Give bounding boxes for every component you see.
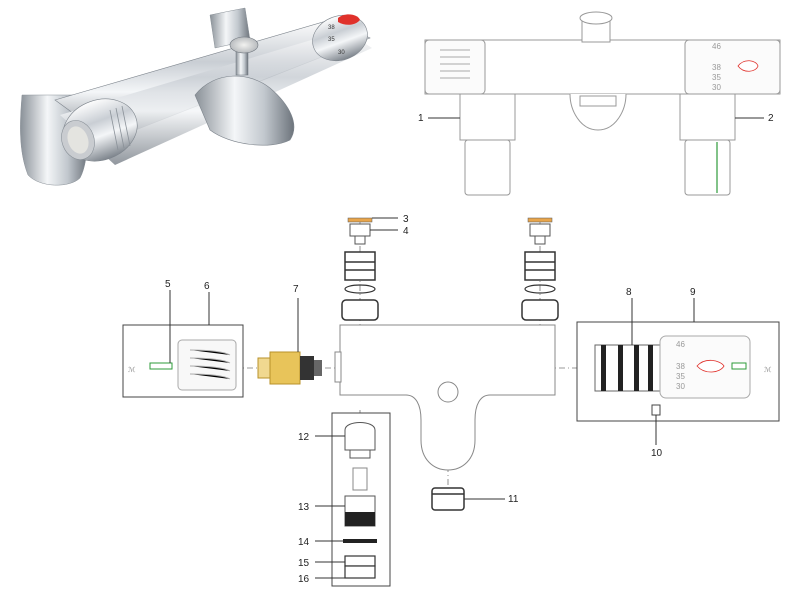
callout-14: 14 bbox=[298, 537, 310, 548]
callout-1: 1 bbox=[418, 113, 424, 124]
front-scale-35: 35 bbox=[712, 73, 721, 82]
callout-8: 8 bbox=[626, 287, 632, 298]
cartridge-scale-38: 38 bbox=[676, 362, 685, 371]
front-scale-38: 38 bbox=[712, 63, 721, 72]
front-scale-30: 30 bbox=[712, 83, 721, 92]
callout-10: 10 bbox=[651, 448, 663, 459]
photo-scale-30: 30 bbox=[338, 50, 345, 56]
front-scale-46: 46 bbox=[712, 42, 721, 51]
callout-7: 7 bbox=[293, 284, 299, 295]
svg-text:ℳ: ℳ bbox=[128, 366, 136, 374]
left-handle-box: ℳ bbox=[122, 324, 244, 398]
filter-housing-right bbox=[521, 251, 559, 321]
product-photo: 38 35 30 bbox=[20, 7, 372, 186]
callout-2: 2 bbox=[768, 113, 774, 124]
cartridge-scale-35: 35 bbox=[676, 372, 685, 381]
thermostatic-cartridge-box: 46 38 35 30 ℳ bbox=[576, 321, 780, 422]
callout-12: 12 bbox=[298, 432, 310, 443]
filter-housing-left bbox=[341, 251, 379, 321]
flow-cartridge bbox=[257, 351, 322, 385]
callout-3: 3 bbox=[403, 214, 409, 225]
callout-4: 4 bbox=[403, 226, 409, 237]
exploded-view: 3 4 bbox=[122, 214, 780, 587]
tap-body bbox=[334, 324, 556, 471]
callout-16: 16 bbox=[298, 574, 310, 585]
front-view-drawing: 46 38 35 30 1 2 bbox=[418, 11, 781, 196]
photo-scale-35: 35 bbox=[328, 37, 335, 43]
callout-13: 13 bbox=[298, 502, 310, 513]
non-return-valve-left bbox=[347, 217, 373, 245]
non-return-valve-right bbox=[527, 217, 553, 245]
callout-9: 9 bbox=[690, 287, 696, 298]
callout-6: 6 bbox=[204, 281, 210, 292]
cartridge-scale-30: 30 bbox=[676, 382, 685, 391]
diverter-box bbox=[331, 412, 391, 587]
callout-5: 5 bbox=[165, 279, 171, 290]
photo-scale-38: 38 bbox=[328, 25, 335, 31]
callout-11: 11 bbox=[508, 494, 519, 505]
thermostatic-cartridge bbox=[594, 344, 661, 392]
callout-15: 15 bbox=[298, 558, 310, 569]
cartridge-scale-46: 46 bbox=[676, 340, 685, 349]
svg-text:ℳ: ℳ bbox=[764, 366, 772, 374]
spout-aerator bbox=[431, 487, 465, 511]
